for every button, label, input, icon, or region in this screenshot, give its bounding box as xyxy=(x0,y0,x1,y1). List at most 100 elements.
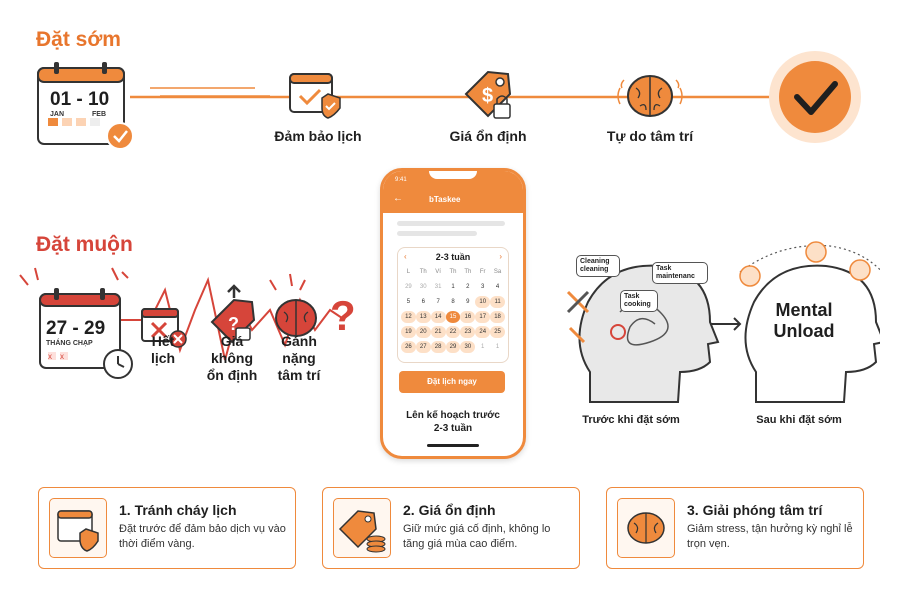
early-calendar-icon xyxy=(37,62,134,150)
calendar-day[interactable]: 1 xyxy=(481,344,485,350)
calendar-day[interactable]: 13 xyxy=(415,311,431,323)
weekday-label: Sa xyxy=(493,269,502,275)
placeholder-bar xyxy=(397,231,477,236)
calendar-day[interactable]: 7 xyxy=(436,299,440,305)
late-calendar-range: 27 - 29 xyxy=(46,318,106,339)
brain-icon xyxy=(617,498,675,558)
calendar-day[interactable]: 20 xyxy=(415,326,431,338)
price-tag-lock-icon: $ xyxy=(464,70,512,119)
book-now-button[interactable]: Đặt lịch ngay xyxy=(399,371,505,393)
benefit-card-3: 3. Giải phóng tâm trí Giảm stress, tận h… xyxy=(606,487,864,569)
phone-status-time: 9:41 xyxy=(395,177,407,183)
weekday-label: Th xyxy=(464,269,472,275)
calendar-day[interactable]: 30 xyxy=(460,341,476,353)
calm-head-icon xyxy=(739,241,880,403)
calendar-day[interactable]: 8 xyxy=(451,299,455,305)
weekday-label: Th xyxy=(449,269,457,275)
early-step-label-1: Đảm bảo lịch xyxy=(274,128,362,144)
calendar-day[interactable]: 26 xyxy=(401,341,416,353)
svg-text:$: $ xyxy=(482,85,493,107)
calendar-day[interactable]: 19 xyxy=(401,326,416,338)
calendar-day[interactable]: 25 xyxy=(490,326,505,338)
stressed-brain-icon xyxy=(275,299,317,337)
section-title-early: Đặt sớm xyxy=(36,28,121,51)
heads-illustration xyxy=(566,241,880,403)
late-calendar-month: THÁNG CHẠP xyxy=(46,340,93,347)
card-description: Giảm stress, tận hưởng kỳ nghỉ lễ trọn v… xyxy=(687,523,853,550)
calendar-day[interactable]: 24 xyxy=(475,326,491,338)
calendar-day[interactable]: 22 xyxy=(445,326,461,338)
calendar-day[interactable]: 17 xyxy=(475,311,491,323)
calendar-day[interactable]: 30 xyxy=(419,284,427,290)
phone-notch xyxy=(429,171,477,179)
weekday-label: L xyxy=(406,269,411,275)
card-title: 1. Tránh cháy lịch xyxy=(119,502,237,518)
after-label: Sau khi đặt sớm xyxy=(756,414,842,426)
card-title: 2. Giá ổn định xyxy=(403,502,496,518)
early-calendar-month2: FEB xyxy=(92,111,106,118)
early-calendar-month1: JAN xyxy=(50,111,65,118)
calendar-shield-icon xyxy=(49,498,107,558)
phone-brand: bTaskee xyxy=(429,195,461,204)
calendar-day[interactable]: 10 xyxy=(475,296,491,308)
calendar-day[interactable]: 15 xyxy=(445,311,461,323)
late-calendar-icon: x x xyxy=(39,288,133,379)
section-title-late: Đặt muộn xyxy=(36,233,133,256)
calendar-day[interactable]: 11 xyxy=(490,296,505,308)
calendar-day[interactable]: 28 xyxy=(430,341,446,353)
calendar-x-icon xyxy=(141,308,187,348)
home-indicator xyxy=(427,444,479,447)
calendar-day[interactable]: 29 xyxy=(405,284,412,290)
thought-bubble: Cleaning cleaning xyxy=(576,255,620,277)
calendar-day[interactable]: 14 xyxy=(430,311,446,323)
early-step-label-2: Giá ổn định xyxy=(449,128,527,144)
early-step-label-3: Tự do tâm trí xyxy=(606,128,694,144)
calendar-day[interactable]: 21 xyxy=(430,326,446,338)
question-mark-icon: ? xyxy=(330,292,356,339)
thought-bubble: Task maintenanc xyxy=(652,262,708,284)
calendar-day[interactable]: 9 xyxy=(466,299,470,305)
calendar-next-icon[interactable]: › xyxy=(499,252,502,261)
calendar-day[interactable]: 6 xyxy=(421,299,425,305)
before-label: Trước khi đặt sớm xyxy=(582,414,680,426)
calendar-day[interactable]: 27 xyxy=(415,341,431,353)
success-check-icon xyxy=(769,51,861,143)
card-description: Đặt trước để đảm bảo dịch vụ vào thời đi… xyxy=(119,523,286,550)
svg-text:?: ? xyxy=(228,314,239,334)
price-tag-up-icon: ? xyxy=(210,284,256,344)
calendar-day[interactable]: 2 xyxy=(466,284,470,290)
back-arrow-icon[interactable]: ← xyxy=(393,193,403,204)
calendar-title: 2-3 tuần xyxy=(435,252,471,262)
cluttered-head-icon xyxy=(566,264,720,403)
benefit-card-2: 2. Giá ổn định Giữ mức giá cố định, khôn… xyxy=(322,487,580,569)
thought-bubble: Task cooking xyxy=(620,290,658,312)
calendar-day[interactable]: 29 xyxy=(445,341,461,353)
placeholder-bar xyxy=(397,221,505,226)
calendar-day[interactable]: 1 xyxy=(451,284,455,290)
calendar-day[interactable]: 5 xyxy=(406,299,411,305)
calendar-day[interactable]: 3 xyxy=(481,284,485,290)
calendar-day[interactable]: 12 xyxy=(401,311,416,323)
card-description: Giữ mức giá cố định, không lo tăng giá m… xyxy=(403,523,551,550)
calendar-day[interactable]: 4 xyxy=(495,284,500,290)
calendar-day[interactable]: 31 xyxy=(434,284,442,290)
calendar-day[interactable]: 16 xyxy=(460,311,476,323)
benefit-card-1: 1. Tránh cháy lịch Đặt trước để đảm bảo … xyxy=(38,487,296,569)
calendar-day[interactable]: 23 xyxy=(460,326,476,338)
calendar-day[interactable]: 18 xyxy=(490,311,505,323)
price-tag-coins-icon xyxy=(333,498,391,558)
calendar-check-icon xyxy=(289,73,341,119)
svg-text:x: x xyxy=(60,352,64,361)
phone-header: 9:41 ← bTaskee xyxy=(383,171,523,213)
calendar-day[interactable]: 1 xyxy=(495,344,500,350)
brain-icon xyxy=(617,75,683,117)
calendar-prev-icon[interactable]: ‹ xyxy=(404,252,407,261)
early-calendar-range: 01 - 10 xyxy=(50,89,110,110)
